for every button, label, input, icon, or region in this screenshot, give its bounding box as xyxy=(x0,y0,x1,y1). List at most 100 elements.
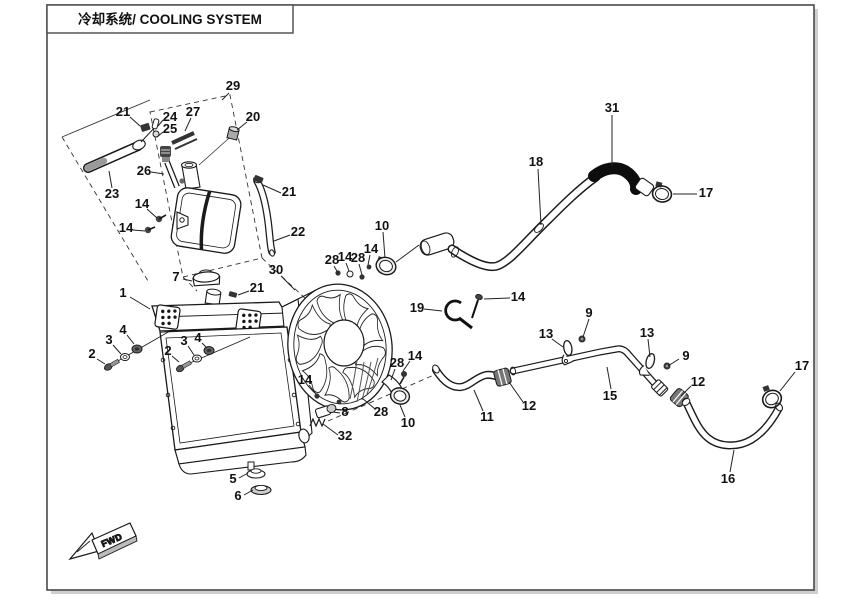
page-title: 冷却系统/ COOLING SYSTEM xyxy=(78,11,262,27)
leader-line xyxy=(156,131,164,138)
leader-line xyxy=(237,290,250,296)
callout-3: 3 xyxy=(180,333,187,348)
leader-line xyxy=(333,265,339,274)
leader-line xyxy=(390,368,396,381)
leader-line xyxy=(201,342,208,349)
leader-line xyxy=(112,344,122,355)
leader-line xyxy=(473,389,484,412)
leader-line xyxy=(129,296,151,310)
title-box xyxy=(46,4,294,34)
lower-hose-pipe-drawing xyxy=(432,335,783,450)
leader-line xyxy=(551,338,564,348)
callout-16: 16 xyxy=(721,471,735,486)
callout-14: 14 xyxy=(408,348,423,363)
leader-line xyxy=(779,371,796,392)
callout-14: 14 xyxy=(298,372,313,387)
callout-14: 14 xyxy=(338,249,353,264)
page-border: 冷却系统/ COOLING SYSTEM xyxy=(46,4,818,594)
leader-line xyxy=(187,345,195,356)
leader-line xyxy=(729,449,735,473)
leader-line xyxy=(423,308,443,312)
callout-20: 20 xyxy=(246,109,260,124)
radiator-drawing xyxy=(103,269,317,496)
callout-15: 15 xyxy=(603,388,617,403)
leader-line xyxy=(262,184,282,194)
leader-line xyxy=(647,338,651,358)
callout-21: 21 xyxy=(282,184,296,199)
callout-26: 26 xyxy=(137,163,151,178)
leader-line xyxy=(367,254,371,266)
leader-line xyxy=(399,404,406,418)
callout-17: 17 xyxy=(699,185,713,200)
callout-22: 22 xyxy=(291,224,305,239)
leader-line xyxy=(332,411,341,414)
leader-line xyxy=(129,116,141,127)
leader-line xyxy=(402,360,411,372)
callout-14: 14 xyxy=(511,289,526,304)
callout-32: 32 xyxy=(338,428,352,443)
callout-28: 28 xyxy=(325,252,339,267)
callout-10: 10 xyxy=(401,415,415,430)
leader-line xyxy=(358,263,363,276)
callout-4: 4 xyxy=(119,322,127,337)
callout-24: 24 xyxy=(163,109,178,124)
leader-line xyxy=(146,208,158,219)
callout-25: 25 xyxy=(163,121,177,136)
callout-6: 6 xyxy=(234,488,241,503)
leader-line xyxy=(184,117,192,132)
leader-line xyxy=(238,472,249,479)
fan-blade xyxy=(297,303,331,336)
callout-28: 28 xyxy=(351,250,365,265)
leader-line xyxy=(126,334,135,345)
leader-line xyxy=(108,170,113,189)
leader-line xyxy=(273,234,291,242)
leader-line xyxy=(150,171,165,175)
callout-27: 27 xyxy=(186,104,200,119)
leader-line xyxy=(508,381,524,403)
callout-10: 10 xyxy=(375,218,389,233)
leader-line xyxy=(582,318,590,338)
callout-21: 21 xyxy=(250,280,264,295)
leader-line xyxy=(221,92,230,101)
callout-19: 19 xyxy=(410,300,424,315)
leader-line xyxy=(96,358,106,365)
callout-2: 2 xyxy=(88,346,95,361)
callout-18: 18 xyxy=(529,154,543,169)
fan-blade xyxy=(354,345,386,377)
fwd-arrow: FWD xyxy=(68,522,138,561)
callout-13: 13 xyxy=(539,326,553,341)
callout-5: 5 xyxy=(229,471,236,486)
callout-14: 14 xyxy=(135,196,150,211)
clip-and-bolt-drawing xyxy=(444,293,483,330)
leader-line xyxy=(606,366,612,390)
callout-9: 9 xyxy=(585,305,592,320)
callout-13: 13 xyxy=(640,325,654,340)
callout-4: 4 xyxy=(194,330,202,345)
callout-30: 30 xyxy=(269,262,283,277)
callout-2: 2 xyxy=(164,343,171,358)
callout-17: 17 xyxy=(795,358,809,373)
callout-28: 28 xyxy=(374,404,388,419)
leader-line xyxy=(171,355,180,363)
leader-line xyxy=(361,397,376,410)
fan-blade xyxy=(295,334,323,365)
leader-line xyxy=(132,229,146,232)
fan-blade xyxy=(301,353,328,393)
leader-line xyxy=(280,275,296,291)
leader-line xyxy=(345,262,350,272)
leader-line xyxy=(308,384,317,395)
callout-14: 14 xyxy=(364,241,379,256)
callout-29: 29 xyxy=(226,78,240,93)
leader-line xyxy=(537,168,542,226)
leader-line xyxy=(382,231,386,259)
callout-12: 12 xyxy=(522,398,536,413)
callout-7: 7 xyxy=(172,269,179,284)
callout-14: 14 xyxy=(119,220,134,235)
reservoir-tank-assembly-drawing xyxy=(83,118,276,257)
callout-11: 11 xyxy=(480,409,494,424)
callout-31: 31 xyxy=(605,100,619,115)
leader-line xyxy=(667,358,680,367)
